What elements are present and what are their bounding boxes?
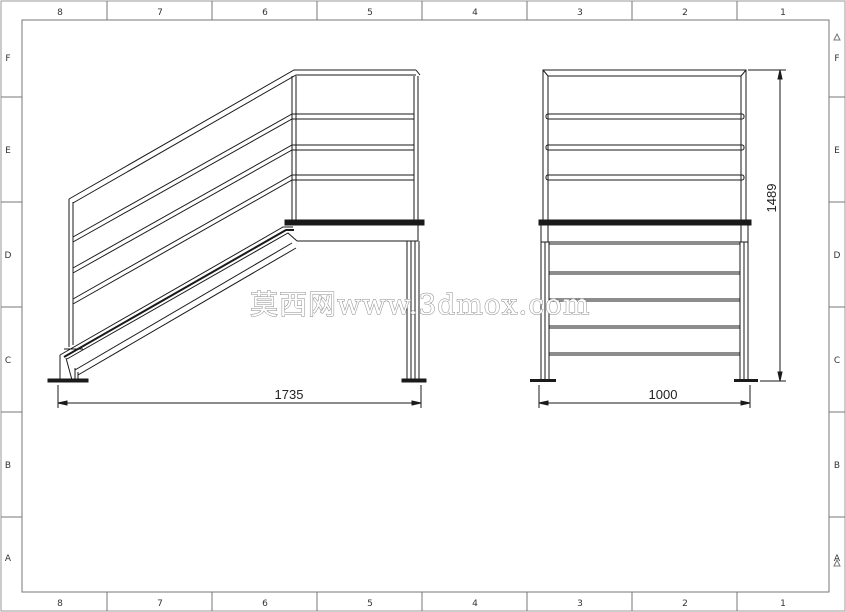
handrail-lower-post xyxy=(68,199,74,347)
zone-col-label: 2 xyxy=(682,599,688,609)
zone-col-label: 6 xyxy=(262,8,268,18)
zone-row-label: E xyxy=(5,146,11,156)
zone-col-label: 6 xyxy=(262,599,268,609)
front-platform xyxy=(538,219,752,243)
side-base-plate-left xyxy=(47,378,89,383)
watermark-text: 莫西网www.3dmox.com xyxy=(250,288,590,321)
zone-row-label: B xyxy=(5,461,11,471)
zone-col-label: 3 xyxy=(577,8,583,18)
zone-row-label: A xyxy=(5,554,12,564)
zone-row-label: C xyxy=(5,356,11,366)
stair-stringer xyxy=(59,226,298,381)
zone-col-label: 8 xyxy=(57,599,63,609)
zone-labels-bottom: 8 7 6 5 4 3 2 1 xyxy=(57,599,786,609)
zone-row-label: B xyxy=(834,461,840,471)
handrail-top-rail xyxy=(68,69,421,204)
height-dimension-label: 1489 xyxy=(764,184,779,213)
front-handrail-frame xyxy=(542,69,747,223)
zone-col-label: 1 xyxy=(780,8,786,18)
side-view xyxy=(47,69,427,408)
zone-row-label: F xyxy=(5,54,10,64)
width-dimension xyxy=(538,385,751,408)
handrail-upper-posts xyxy=(291,76,419,222)
zone-row-label: D xyxy=(834,251,841,261)
zone-col-label: 1 xyxy=(780,599,786,609)
zone-col-label: 2 xyxy=(682,8,688,18)
zone-col-label: 8 xyxy=(57,8,63,18)
zone-col-label: 3 xyxy=(577,599,583,609)
zone-row-label: C xyxy=(834,356,840,366)
corner-mark-top-right xyxy=(833,32,841,41)
front-leg-left xyxy=(540,242,550,379)
length-dimension xyxy=(57,385,422,408)
width-dimension-label: 1000 xyxy=(649,387,678,402)
front-base-plate-right xyxy=(734,379,758,382)
corner-mark-bottom-right xyxy=(833,558,841,567)
zone-col-label: 7 xyxy=(157,599,163,609)
landing-platform xyxy=(284,219,425,242)
front-base-plate-left xyxy=(530,379,556,382)
front-treads xyxy=(549,243,740,356)
zone-col-label: 4 xyxy=(472,8,478,18)
zone-row-label: F xyxy=(834,54,839,64)
zone-labels-left: F E D C B A xyxy=(5,54,12,564)
zone-labels-top: 8 7 6 5 4 3 2 1 xyxy=(57,8,786,18)
front-leg-right xyxy=(739,242,749,379)
zone-col-label: 5 xyxy=(367,599,373,609)
length-dimension-label: 1735 xyxy=(275,387,304,402)
front-view xyxy=(538,69,752,379)
zone-row-label: E xyxy=(834,146,840,156)
zone-col-label: 5 xyxy=(367,8,373,18)
zone-row-label: D xyxy=(5,251,12,261)
side-base-plate-right xyxy=(401,378,427,383)
zone-row-label: A xyxy=(834,554,841,564)
front-handrail-rails xyxy=(545,113,745,181)
zone-col-label: 7 xyxy=(157,8,163,18)
zone-labels-right: F E D C B A xyxy=(834,54,841,564)
landing-support-leg xyxy=(406,241,420,379)
zone-col-label: 4 xyxy=(472,599,478,609)
height-dimension xyxy=(748,69,786,382)
